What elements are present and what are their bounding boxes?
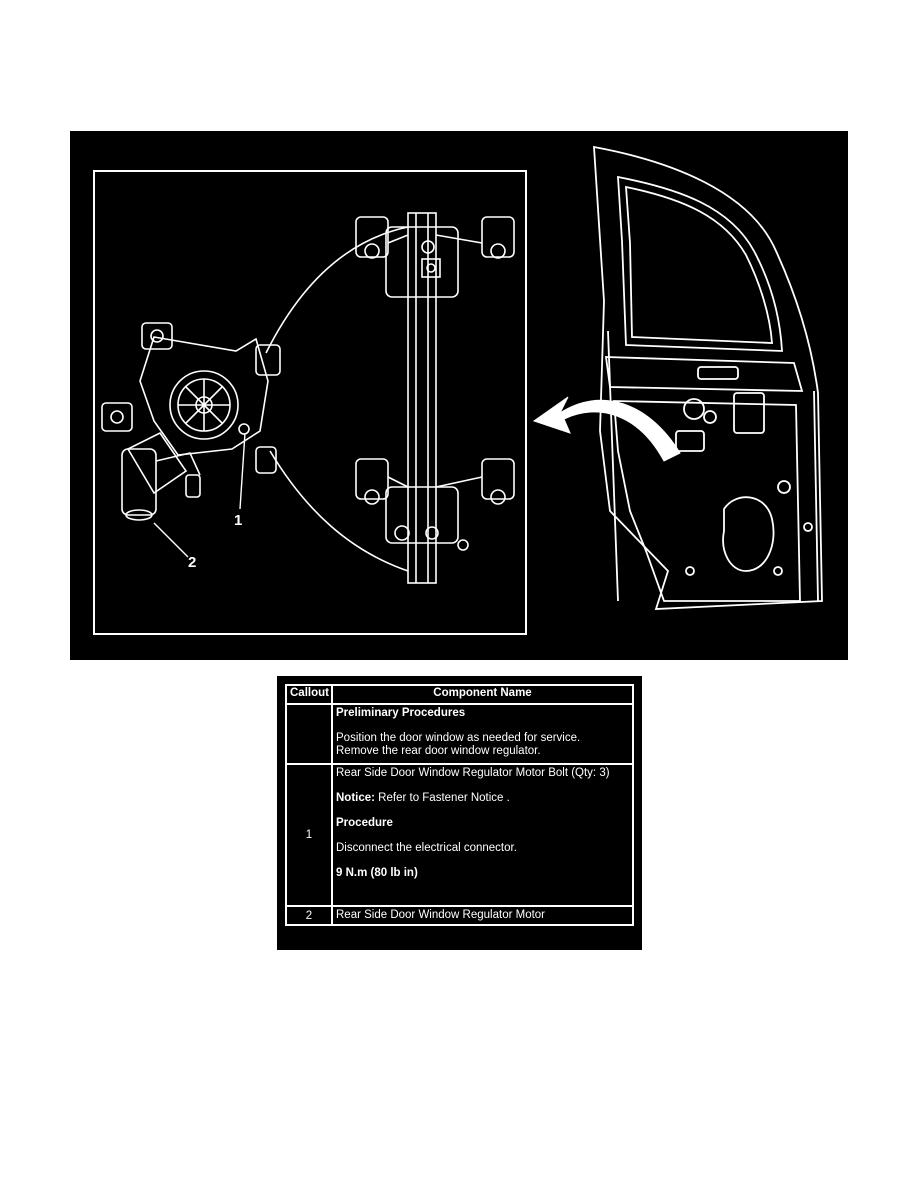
rear-door — [593, 145, 823, 610]
callout-label-2: 2 — [188, 554, 196, 571]
preliminary-step-2: Remove the rear door window regulator. — [336, 745, 541, 757]
regulator-motor — [101, 322, 269, 521]
column-header-callout: Callout — [285, 684, 333, 705]
preliminary-title: Preliminary Procedures — [336, 707, 466, 719]
component-name: Rear Side Door Window Regulator Motor Bo… — [336, 767, 610, 779]
procedure-text: Disconnect the electrical connector. — [336, 842, 517, 854]
torque-spec: 9 N.m (80 lb in) — [336, 867, 418, 879]
callout-label-1: 1 — [234, 512, 242, 529]
callout-legend: Callout Component Name Preliminary Proce… — [277, 676, 642, 950]
notice-text: Refer to Fastener Notice . — [374, 792, 510, 804]
table-header-row: Callout Component Name — [285, 684, 634, 705]
inset-frame — [93, 170, 527, 635]
procedure-label: Procedure — [336, 817, 393, 829]
illustration-svg: 1 2 — [93, 145, 823, 635]
component-cell: Rear Side Door Window Regulator Motor — [331, 905, 634, 926]
preliminary-cell: Preliminary Procedures Position the door… — [331, 703, 634, 765]
preliminary-step-1: Position the door window as needed for s… — [336, 732, 581, 744]
table-row: 1 Rear Side Door Window Regulator Motor … — [285, 763, 634, 907]
callout-number: 1 — [285, 763, 333, 907]
table-row: 2 Rear Side Door Window Regulator Motor — [285, 905, 634, 926]
regulator-cables — [255, 226, 409, 572]
column-header-component: Component Name — [331, 684, 634, 705]
regulator-rail — [355, 212, 515, 584]
component-cell: Rear Side Door Window Regulator Motor Bo… — [331, 763, 634, 907]
component-name: Rear Side Door Window Regulator Motor — [336, 909, 546, 921]
preliminary-callout-cell — [285, 703, 333, 765]
table-row-preliminary: Preliminary Procedures Position the door… — [285, 703, 634, 765]
callout-table: Callout Component Name Preliminary Proce… — [285, 684, 634, 926]
notice-line: Notice: Refer to Fastener Notice . — [336, 792, 629, 805]
callout-leaders — [153, 432, 246, 558]
regulator-motor-illustration: 1 2 — [70, 131, 848, 660]
callout-number: 2 — [285, 905, 333, 926]
notice-label: Notice: — [336, 792, 375, 804]
location-arrow — [532, 396, 681, 462]
